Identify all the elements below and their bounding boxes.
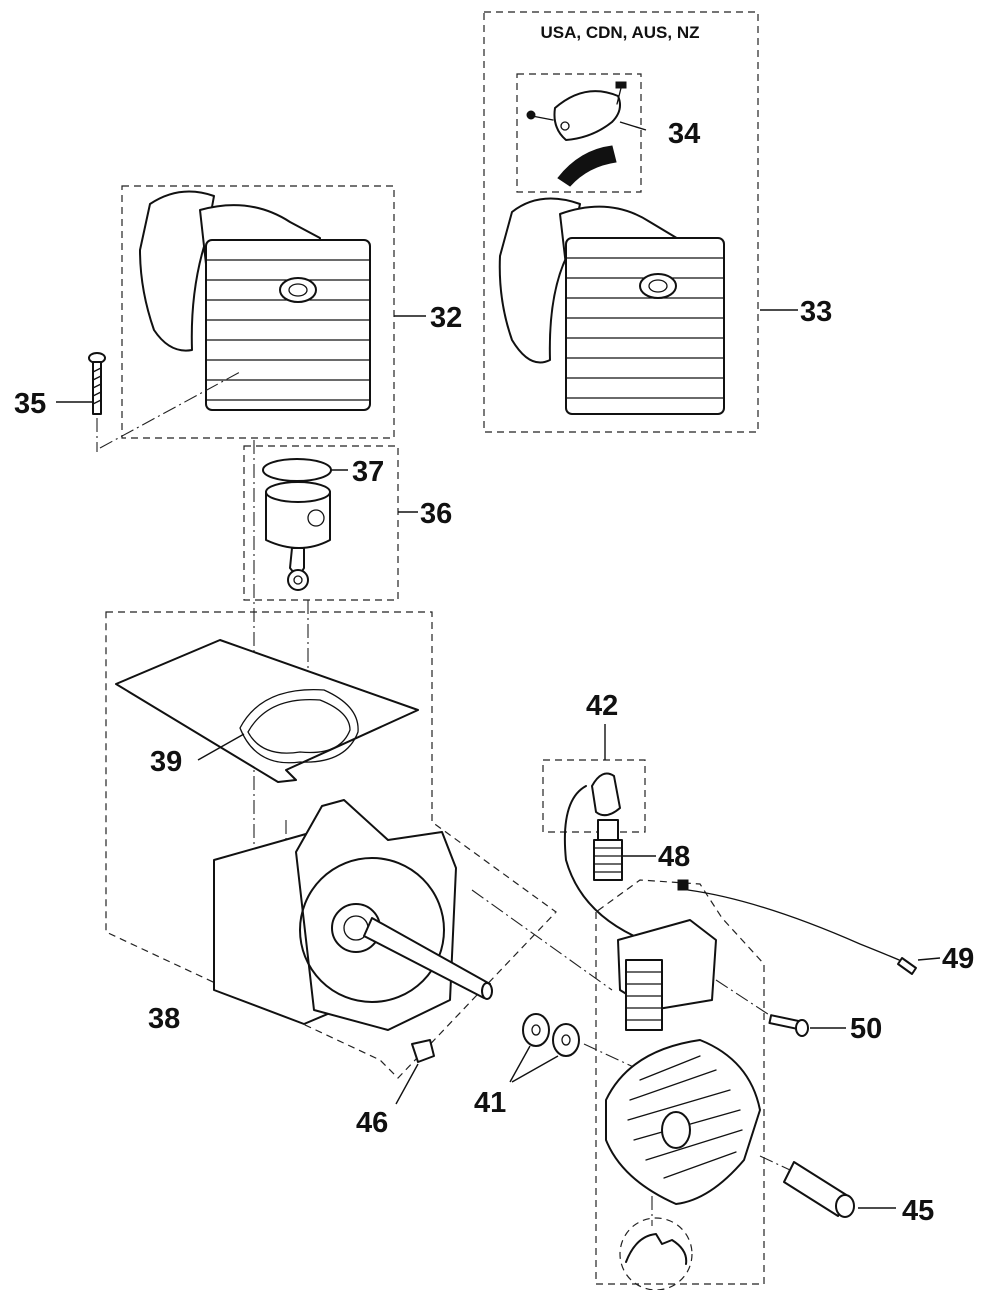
- part-48-spark-plug: [593, 819, 656, 881]
- group-box-42: [542, 759, 646, 833]
- part-38-crankcase: [213, 799, 493, 1031]
- part-33-cylinder-assembly: [498, 197, 798, 415]
- callout-32: 32: [430, 302, 462, 334]
- part-35-screw: [56, 352, 241, 452]
- flywheel: [605, 1039, 761, 1290]
- callout-42: 42: [586, 690, 618, 722]
- group-box-34: [516, 73, 642, 193]
- part-49-ground-wire: [677, 879, 941, 975]
- callout-35: 35: [14, 388, 46, 420]
- callout-50: 50: [850, 1013, 882, 1045]
- callout-34: 34: [668, 118, 700, 150]
- callout-38: 38: [148, 1003, 180, 1035]
- part-46-plug: [395, 1039, 435, 1105]
- callout-33: 33: [800, 296, 832, 328]
- callout-49: 49: [942, 943, 974, 975]
- group-box-32: [121, 185, 395, 439]
- ignition-coil: [617, 919, 717, 1031]
- part-36-piston-assembly: [265, 481, 418, 591]
- region-label: USA, CDN, AUS, NZ: [541, 23, 700, 42]
- part-34-heat-shield: [526, 81, 647, 187]
- part-32-cylinder-assembly: [139, 190, 426, 411]
- part-37-piston-ring: [262, 458, 348, 482]
- group-box-36: [243, 445, 399, 601]
- part-50-screw: [715, 979, 846, 1037]
- region-group-box-33: [483, 11, 759, 433]
- callout-41: 41: [474, 1087, 506, 1119]
- callout-45: 45: [902, 1195, 934, 1227]
- part-42-spark-plug-boot: [563, 772, 635, 937]
- callout-48: 48: [658, 841, 690, 873]
- part-45-pin: [759, 1155, 896, 1218]
- part-39-gasket: [115, 639, 419, 783]
- group-box-ignition: [595, 879, 765, 1285]
- callout-39: 39: [150, 746, 182, 778]
- part-41-washers: [509, 1013, 580, 1083]
- callout-37: 37: [352, 456, 384, 488]
- callout-36: 36: [420, 498, 452, 530]
- callout-46: 46: [356, 1107, 388, 1139]
- group-box-38: [105, 611, 557, 1079]
